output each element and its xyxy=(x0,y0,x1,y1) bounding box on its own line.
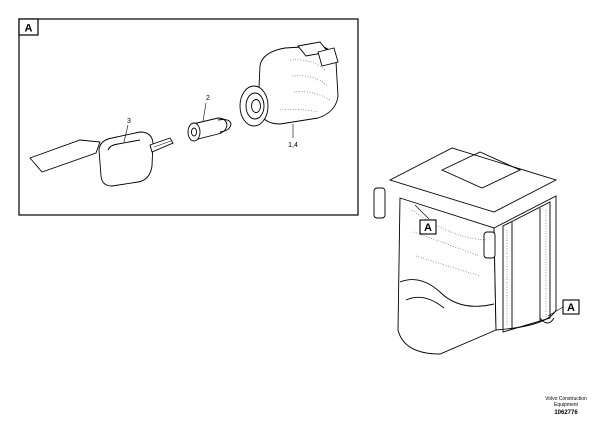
key-tag xyxy=(29,139,101,173)
cab-marker-leaders xyxy=(414,204,564,317)
ignition-switch xyxy=(239,41,339,127)
lock-cylinder xyxy=(187,117,232,142)
switch-body xyxy=(257,45,339,125)
footer-line2: Equipment xyxy=(554,402,579,408)
cab-body-left xyxy=(397,197,497,355)
cab-marker-right-box xyxy=(562,299,580,315)
key-with-tag xyxy=(29,131,174,187)
mirror-right xyxy=(483,231,496,259)
callout-leaders xyxy=(123,102,294,143)
inset-label-box xyxy=(18,18,39,36)
key-head xyxy=(98,131,154,187)
callout-ignition-switch: 1,4 xyxy=(288,142,298,149)
drawing-number: 1062776 xyxy=(554,410,578,416)
footer-line1: Volvo Construction xyxy=(545,396,587,402)
callout-key: 3 xyxy=(127,118,131,125)
cab-roof xyxy=(388,147,558,213)
cab-marker-left: A xyxy=(424,222,432,234)
cab-marker-left-box xyxy=(419,219,437,235)
inset-frame xyxy=(18,18,359,216)
mirror-left xyxy=(373,187,386,219)
callout-lock-cylinder: 2 xyxy=(206,95,210,102)
inset-label: A xyxy=(25,23,33,35)
cab-marker-right: A xyxy=(567,302,575,314)
cab-drawing xyxy=(373,147,558,355)
